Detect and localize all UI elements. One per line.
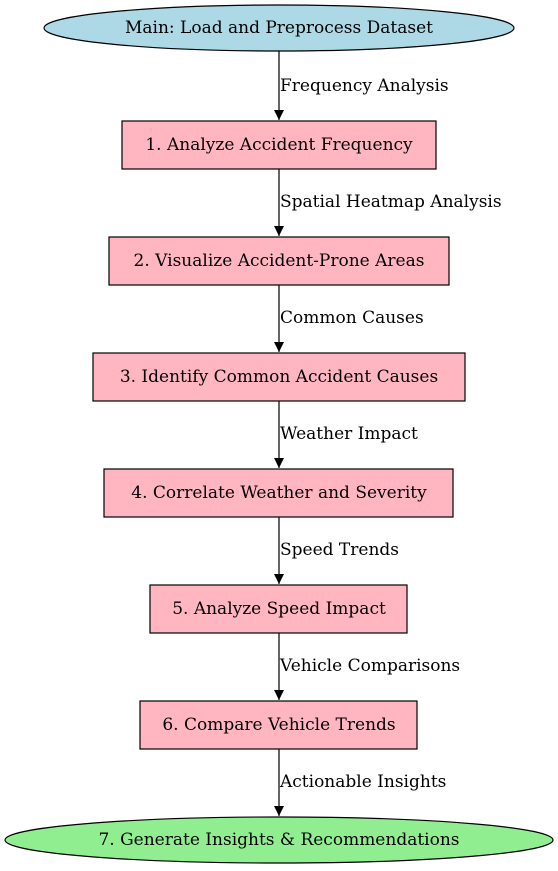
edge-label: Weather Impact xyxy=(280,424,418,444)
edge-step6-to-end: Actionable Insights xyxy=(274,749,446,816)
edge-label: Spatial Heatmap Analysis xyxy=(280,192,502,212)
node-start[interactable]: Main: Load and Preprocess Dataset xyxy=(43,4,515,52)
node-step2[interactable]: 2. Visualize Accident-Prone Areas xyxy=(108,236,450,286)
step-box xyxy=(108,236,450,286)
edge-start-to-step1: Frequency Analysis xyxy=(274,51,449,120)
node-label: 1. Analyze Accident Frequency xyxy=(145,135,413,155)
step-box xyxy=(149,584,408,634)
edge-label: Frequency Analysis xyxy=(280,76,449,96)
start-ellipse xyxy=(43,4,515,52)
step-box xyxy=(139,700,418,750)
node-step1[interactable]: 1. Analyze Accident Frequency xyxy=(121,120,437,170)
node-label: 2. Visualize Accident-Prone Areas xyxy=(134,251,425,271)
node-step3[interactable]: 3. Identify Common Accident Causes xyxy=(92,352,466,402)
edge-step3-to-step4: Weather Impact xyxy=(274,401,418,468)
node-end[interactable]: 7. Generate Insights & Recommendations xyxy=(4,816,554,864)
edge-label: Actionable Insights xyxy=(279,772,446,792)
node-label: 3. Identify Common Accident Causes xyxy=(120,367,438,387)
edge-step2-to-step3: Common Causes xyxy=(274,285,424,352)
node-label: 6. Compare Vehicle Trends xyxy=(162,715,395,735)
edge-label: Vehicle Comparisons xyxy=(279,656,460,676)
edge-step4-to-step5: Speed Trends xyxy=(274,517,399,584)
edge-label: Speed Trends xyxy=(280,540,399,560)
node-step6[interactable]: 6. Compare Vehicle Trends xyxy=(139,700,418,750)
step-box xyxy=(103,468,454,518)
edge-step1-to-step2: Spatial Heatmap Analysis xyxy=(274,169,502,236)
node-label: Main: Load and Preprocess Dataset xyxy=(125,18,433,38)
node-label: 4. Correlate Weather and Severity xyxy=(131,483,427,503)
node-step5[interactable]: 5. Analyze Speed Impact xyxy=(149,584,408,634)
step-box xyxy=(121,120,437,170)
node-step4[interactable]: 4. Correlate Weather and Severity xyxy=(103,468,454,518)
end-ellipse xyxy=(4,816,554,864)
edge-step5-to-step6: Vehicle Comparisons xyxy=(274,633,460,700)
edge-label: Common Causes xyxy=(280,308,424,328)
node-label: 5. Analyze Speed Impact xyxy=(172,599,386,619)
step-box xyxy=(92,352,466,402)
node-label: 7. Generate Insights & Recommendations xyxy=(98,830,459,850)
